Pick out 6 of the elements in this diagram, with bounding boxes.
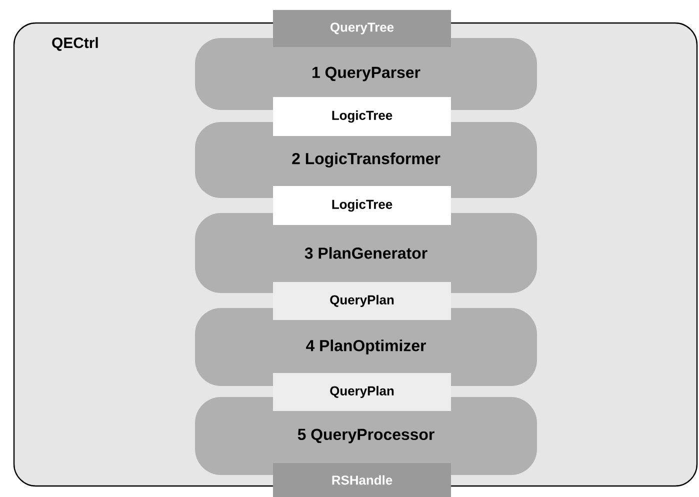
data-box: QueryPlan bbox=[273, 282, 451, 320]
data-box: LogicTree bbox=[273, 186, 451, 225]
data-box: LogicTree bbox=[273, 97, 451, 136]
interface-box: RSHandle bbox=[273, 463, 451, 497]
data-box: QueryPlan bbox=[273, 373, 451, 411]
interface-box: QueryTree bbox=[273, 10, 451, 47]
